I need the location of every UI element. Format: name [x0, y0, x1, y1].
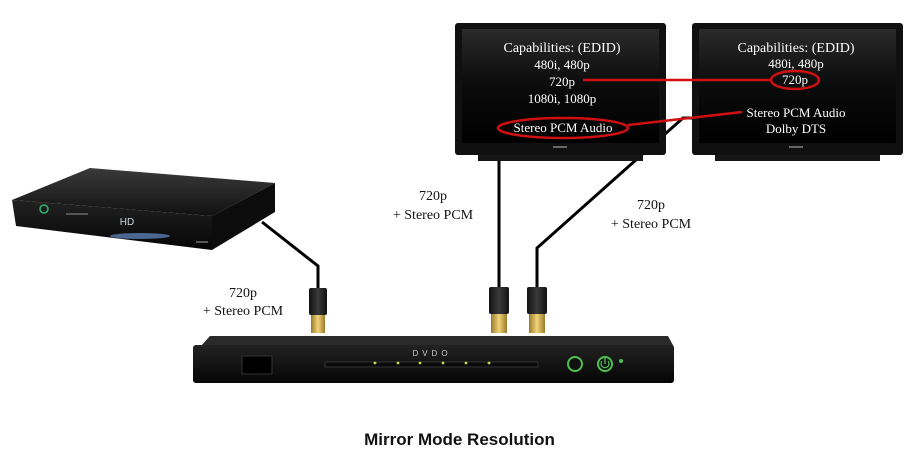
svg-text:720p: 720p	[419, 189, 447, 204]
svg-text:+ Stereo PCM: + Stereo PCM	[611, 217, 692, 232]
right-monitor-res-1: 480i, 480p	[768, 56, 824, 71]
diagram-caption: Mirror Mode Resolution	[364, 430, 555, 449]
hdmi-plug-source	[309, 288, 327, 333]
splitter-brand: DVDO	[412, 349, 451, 358]
svg-text:720p: 720p	[637, 198, 665, 213]
splitter-leds	[373, 361, 491, 365]
edid-highlights	[496, 69, 821, 140]
right-output-signal-label: 720p + Stereo PCM	[611, 198, 692, 232]
splitter-ir-window	[241, 355, 273, 375]
splitter-top	[200, 336, 674, 347]
player-side	[212, 183, 275, 250]
svg-text:720p: 720p	[229, 286, 257, 301]
left-monitor: Capabilities: (EDID) 480i, 480p 720p 108…	[455, 23, 666, 161]
left-monitor-res-3: 1080i, 1080p	[528, 91, 597, 106]
right-monitor: Capabilities: (EDID) 480i, 480p 720p Ste…	[692, 23, 903, 161]
right-monitor-screen	[699, 29, 896, 143]
right-monitor-res-2: 720p	[782, 72, 808, 87]
right-monitor-heading: Capabilities: (EDID)	[737, 41, 854, 56]
source-cable	[261, 220, 320, 292]
splitter-input-button	[567, 356, 583, 372]
player-top	[12, 168, 275, 216]
left-monitor-heading: Capabilities: (EDID)	[503, 41, 620, 56]
hdmi-plug-left	[489, 287, 509, 333]
player-hd-badge: HD	[120, 217, 134, 228]
left-monitor-screen	[462, 29, 659, 143]
right-monitor-audio-1: Stereo PCM Audio	[747, 105, 846, 120]
left-monitor-audio: Stereo PCM Audio	[514, 120, 613, 135]
source-signal-label: 720p + Stereo PCM	[203, 286, 284, 319]
svg-text:+ Stereo PCM: + Stereo PCM	[203, 304, 284, 319]
left-monitor-res-1: 480i, 480p	[534, 57, 590, 72]
right-monitor-audio-2: Dolby DTS	[766, 121, 826, 136]
left-audio-oval	[496, 116, 630, 140]
splitter-led-strip	[324, 361, 539, 368]
media-player: HD	[12, 168, 275, 250]
player-power-icon	[39, 204, 49, 214]
left-monitor-res-2: 720p	[549, 74, 575, 89]
hdmi-plug-right	[527, 287, 547, 333]
left-output-signal-label: 720p + Stereo PCM	[393, 189, 474, 223]
svg-text:+ Stereo PCM: + Stereo PCM	[393, 208, 474, 223]
right-720p-oval	[769, 69, 821, 91]
audio-match-line	[627, 110, 743, 127]
power-icon	[600, 358, 610, 369]
dvdo-splitter: DVDO	[193, 336, 674, 383]
